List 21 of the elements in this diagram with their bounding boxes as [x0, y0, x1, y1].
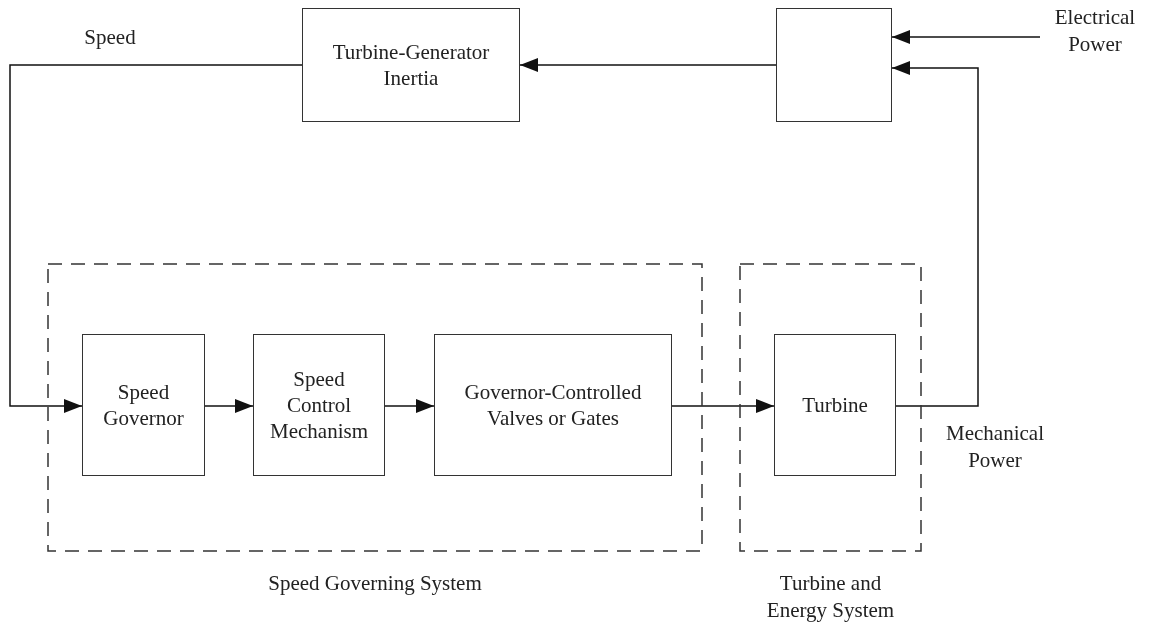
block-label: Governor-Controlled Valves or Gates: [463, 379, 643, 431]
group-title: Turbine and Energy System: [765, 570, 896, 624]
block-box: [82, 334, 205, 476]
arrow: [384, 399, 435, 413]
arrow: [204, 399, 254, 413]
arrow: [671, 399, 775, 413]
block-label: Speed Control Mechanism: [269, 366, 369, 444]
block-box: [302, 8, 520, 122]
block-box: [253, 334, 385, 476]
arrow: [891, 61, 979, 407]
block-box: [774, 334, 896, 476]
arrow: [519, 58, 777, 72]
signal-label: Electrical Power: [1040, 4, 1150, 68]
block-box: [776, 8, 892, 122]
block-label: Turbine: [802, 392, 868, 418]
group-title: Speed Governing System: [268, 570, 482, 597]
arrow: [891, 30, 1041, 44]
block-label: Speed Governor: [102, 379, 185, 431]
block-label: Turbine-Generator Inertia: [331, 39, 491, 91]
block-box: [434, 334, 672, 476]
arrow: [9, 64, 303, 413]
